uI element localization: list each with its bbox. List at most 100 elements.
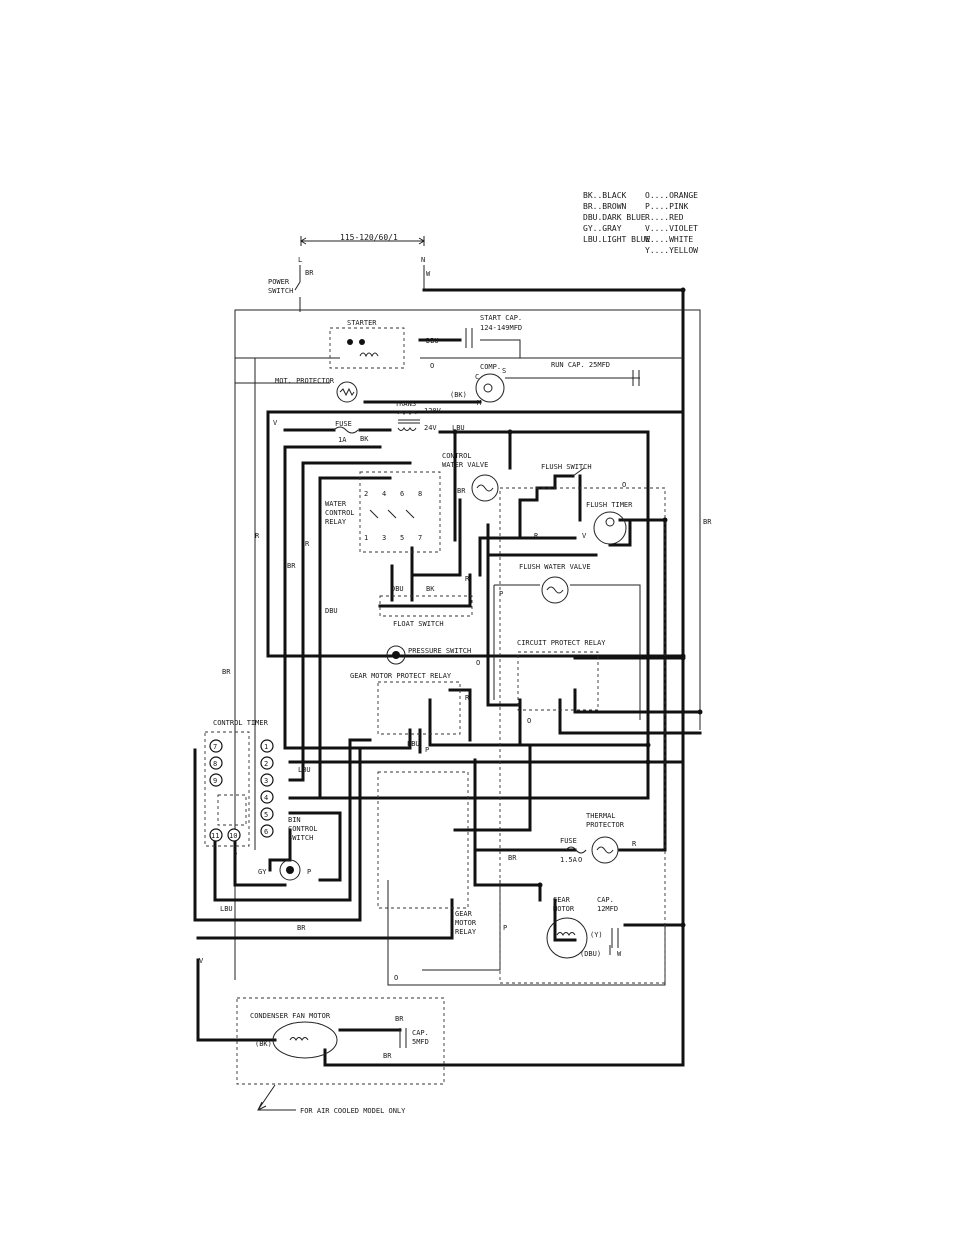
trans-24: 24V	[424, 424, 437, 432]
timer-terminal-9	[209, 773, 223, 787]
run-cap-label: RUN CAP. 25MFD	[551, 361, 610, 369]
condenser-fan-motor-symbol	[272, 1021, 338, 1059]
gear-motor-protect-relay-box	[377, 681, 461, 735]
run-cap-symbol	[632, 370, 640, 386]
wcr-terminal-8: 8	[418, 490, 422, 498]
fan-bk-label: (BK)	[255, 1040, 272, 1048]
timer-terminal-10	[227, 828, 241, 842]
wire-label-lbu-3: LBU	[298, 766, 311, 774]
supply-n-wire: W	[426, 270, 431, 278]
svg-text:4: 4	[264, 794, 268, 802]
condenser-fan-motor-label: CONDENSER FAN MOTOR	[250, 1012, 331, 1020]
gear-motor-protect-relay-label: GEAR MOTOR PROTECT RELAY	[350, 672, 452, 680]
wire-label-dbu-1: DBU	[426, 337, 439, 345]
legend-br: BR..BROWN	[583, 202, 627, 211]
pressure-switch-label: PRESSURE SWITCH	[408, 647, 471, 655]
flush-water-valve-symbol	[541, 576, 569, 604]
svg-text:2: 2	[264, 760, 268, 768]
timer-terminal-1	[260, 739, 274, 753]
wire-color-labels: DBU O V BK LBU R R BR DBU BR DBU BK R R …	[199, 337, 712, 1060]
bin-control-switch-symbol	[279, 859, 301, 881]
flush-switch-label: FLUSH SWITCH	[541, 463, 592, 471]
start-cap-value: 124-149MFD	[480, 324, 522, 332]
fuse2-rating: 1.5A	[560, 856, 578, 864]
legend-v: V....VIOLET	[645, 224, 698, 233]
svg-text:10: 10	[229, 832, 237, 840]
wire-label-br-8: BR	[383, 1052, 392, 1060]
air-cooled-note: FOR AIR COOLED MODEL ONLY	[300, 1107, 406, 1115]
wire-label-v-2: V	[582, 532, 587, 540]
gear-cap-label: CAP.12MFD	[597, 896, 618, 913]
wire-label-o-3: O	[476, 659, 480, 667]
float-switch-box	[379, 595, 473, 617]
flush-timer-label: FLUSH TIMER	[586, 501, 633, 509]
wire-label-br-6: BR	[508, 854, 517, 862]
legend-o: O....ORANGE	[645, 191, 698, 200]
transformer-symbol	[397, 411, 420, 431]
wire-label-o-1: O	[430, 362, 434, 370]
control-timer-terminals: 1 2 3 4 5 6 7 8 9 11 10	[209, 739, 274, 842]
mot-protector-label: MOT. PROTECTOR	[275, 377, 335, 385]
svg-text:1: 1	[264, 743, 268, 751]
component-labels: STARTER START CAP. 124-149MFD RUN CAP. 2…	[213, 314, 633, 1115]
wire-label-lbu-1: LBU	[452, 424, 465, 432]
wire-label-o-4: O	[527, 717, 531, 725]
fuse-symbol	[333, 426, 359, 434]
timer-terminal-8	[209, 756, 223, 770]
wire-label-v-1: V	[273, 419, 278, 427]
comp-bk: (BK)	[450, 391, 467, 399]
supply-voltage: 115-120/60/1	[340, 233, 398, 242]
wcr-terminal-2: 2	[364, 490, 368, 498]
starter-coil	[359, 352, 379, 358]
thermal-protector-symbol	[591, 836, 619, 864]
flush-switch-symbol	[572, 467, 585, 477]
wire-label-p-4: P	[307, 868, 311, 876]
wire-label-br-1: BR	[287, 562, 296, 570]
wire-label-gy: GY	[258, 868, 267, 876]
fan-cap-symbol	[399, 1028, 407, 1048]
junction-dots	[452, 287, 703, 928]
wcr-terminal-3: 3	[382, 534, 386, 542]
timer-terminal-6	[260, 824, 274, 838]
wcr-terminal-6: 6	[400, 490, 404, 498]
legend-bk: BK..BLACK	[583, 191, 627, 200]
wire-label-w: W	[617, 950, 622, 958]
control-water-valve-symbol	[471, 474, 499, 502]
flush-timer-symbol	[593, 511, 627, 545]
timer-terminal-7	[209, 739, 223, 753]
wire-label-r-4: R	[534, 532, 539, 540]
start-cap-symbol	[465, 328, 473, 348]
wire-label-r-5: R	[465, 694, 470, 702]
timer-terminal-4	[260, 790, 274, 804]
legend-r: R....RED	[645, 213, 684, 222]
wcr-terminal-7: 7	[418, 534, 422, 542]
wire-label-lbu-4: LBU	[220, 905, 233, 913]
pressure-switch-symbol	[386, 645, 406, 665]
condenser-fan-box	[236, 997, 445, 1085]
timer-terminal-11	[209, 828, 223, 842]
supply-l1: L	[298, 256, 302, 264]
circuit-protect-relay-label: CIRCUIT PROTECT RELAY	[517, 639, 606, 647]
wire-label-p-2: P	[425, 746, 429, 754]
wire-label-lbu-2: LBU	[407, 740, 420, 748]
color-legend: BK..BLACK BR..BROWN DBU.DARK BLUE GY..GR…	[583, 191, 698, 255]
wire-label-o-2: O	[622, 481, 626, 489]
comp-terminal-c: C	[475, 373, 479, 381]
fuse-rating: 1A	[338, 436, 347, 444]
svg-text:9: 9	[213, 777, 217, 785]
wire-label-p-3: P	[233, 851, 237, 859]
compressor-symbol	[475, 373, 505, 403]
component-boxes	[204, 327, 666, 1085]
gear-motor-symbol	[546, 917, 588, 959]
wire-label-br-7: BR	[395, 1015, 404, 1023]
legend-p: P....PINK	[645, 202, 689, 211]
wire-label-br-3: BR	[703, 518, 712, 526]
legend-y: Y....YELLOW	[645, 246, 698, 255]
mot-protector-symbol	[336, 381, 358, 403]
